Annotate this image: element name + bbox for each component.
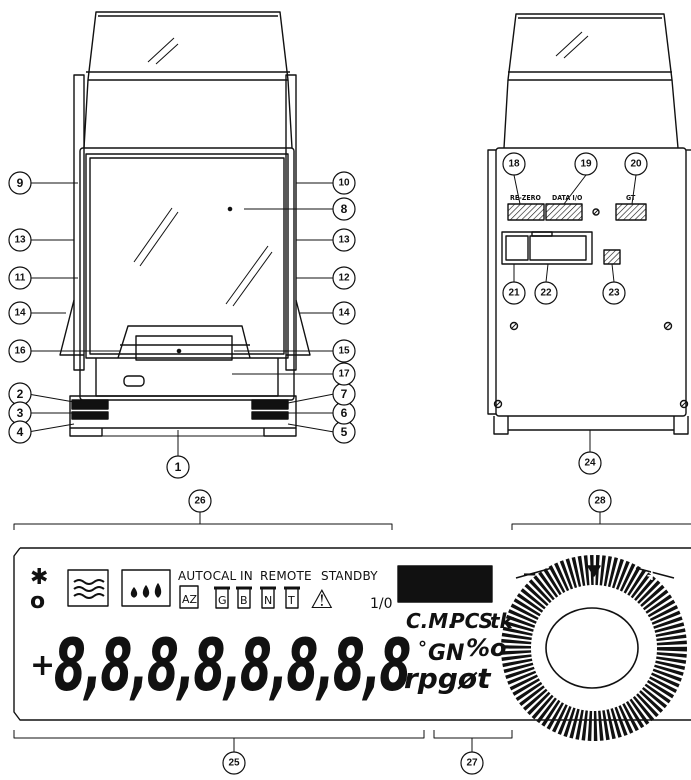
display-panel	[13, 512, 691, 752]
tk-label: tk	[490, 609, 515, 633]
callout-7: 7	[341, 387, 348, 401]
balance-rear-view	[487, 13, 691, 452]
callout-labels: 1 2 3 4 5 6 7 8 9 10 11 12 13 13 14 14 1…	[14, 159, 642, 769]
callout-8: 8	[341, 202, 348, 216]
callout-2: 2	[17, 387, 24, 401]
callout-5: 5	[341, 425, 348, 439]
callout-11: 11	[15, 273, 26, 284]
dial-plus-sign: +	[646, 568, 658, 584]
callout-25: 25	[228, 758, 240, 769]
fraction-label: 1/0	[370, 596, 393, 612]
callout-16: 16	[14, 346, 26, 357]
standby-label: STANDBY	[321, 569, 378, 583]
main-digit-readout: 8,8,8,8,8,8,8,8	[54, 623, 410, 707]
gt-label: GT	[626, 194, 636, 202]
pcs-label: PCS	[450, 609, 493, 633]
callout-15: 15	[338, 346, 350, 357]
degree-label: °	[418, 638, 427, 659]
callout-10: 10	[338, 178, 350, 189]
callout-6: 6	[341, 406, 348, 420]
analog-dial	[501, 555, 687, 741]
callout-17: 17	[338, 369, 350, 380]
remote-label: REMOTE	[260, 569, 312, 583]
display-annunciators: ✱ o AUTOCAL IN REMOTE STANDBY AZ G B N T…	[30, 564, 658, 707]
callout-23: 23	[608, 288, 620, 299]
callout-1: 1	[175, 460, 182, 474]
gn-label: GN	[428, 641, 464, 666]
zero-indicator: o	[30, 589, 45, 614]
callout-14-left: 14	[14, 308, 26, 319]
callout-20: 20	[630, 159, 642, 170]
callout-12: 12	[338, 273, 350, 284]
warning-icon: ⚠	[310, 585, 333, 615]
callout-13-left: 13	[14, 235, 26, 246]
callout-27: 27	[466, 758, 478, 769]
rear-port-labels: RE-ZERO DATA I/O GT	[510, 194, 636, 202]
callout-21: 21	[508, 288, 520, 299]
callout-14-right: 14	[338, 308, 350, 319]
callout-4: 4	[17, 425, 24, 439]
callout-24: 24	[584, 458, 596, 469]
rezero-label: RE-ZERO	[510, 194, 541, 202]
callouts	[8, 152, 648, 775]
callout-28: 28	[594, 496, 606, 507]
balance-front-view	[27, 11, 335, 456]
autocal-label: AUTOCAL	[178, 569, 237, 583]
data-io-label: DATA I/O	[552, 194, 583, 202]
az-label: AZ	[182, 593, 198, 606]
permille-label: %o	[466, 634, 507, 662]
asterisk-icon: ✱	[30, 565, 48, 590]
callout-19: 19	[580, 159, 592, 170]
callout-22: 22	[540, 288, 552, 299]
b-label: B	[240, 594, 248, 607]
in-label: IN	[240, 569, 253, 583]
cm-label: C.M.	[406, 609, 456, 633]
n-label: N	[264, 594, 272, 607]
callout-13-right: 13	[338, 235, 350, 246]
units-row-label: rpgøt	[404, 662, 492, 695]
sign-indicator: +	[30, 648, 55, 683]
dial-minus-sign: −	[522, 564, 537, 585]
callout-18: 18	[508, 159, 520, 170]
g-label: G	[218, 594, 227, 607]
callout-9: 9	[17, 176, 24, 190]
callout-3: 3	[17, 406, 24, 420]
callout-26: 26	[194, 496, 206, 507]
t-label: T	[287, 594, 295, 607]
